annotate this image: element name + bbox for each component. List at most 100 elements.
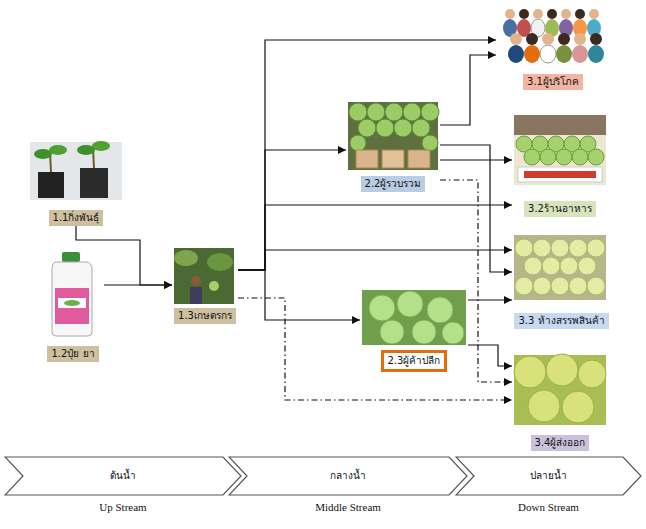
bottle-label-band <box>58 298 86 308</box>
stage-arrow: กลางน้ำMiddle Stream <box>228 456 468 526</box>
flow-arrow <box>238 270 360 320</box>
chevron-outline <box>229 457 467 495</box>
pomelo-fruit <box>397 291 423 317</box>
export-flow-arrow <box>440 180 512 382</box>
stage-arrow: ต้นน้ำ Up Stream <box>4 456 242 526</box>
pomelo-display <box>515 239 605 295</box>
pomelo-fruit <box>587 277 605 295</box>
chain-member: 1.3เกษตรกร <box>172 246 238 324</box>
bottle-body <box>52 262 92 336</box>
carton-box <box>408 150 430 168</box>
person-body <box>508 45 524 63</box>
person-body <box>588 45 604 63</box>
pomelo-fruit <box>412 320 436 344</box>
pomelo-group <box>369 291 464 344</box>
tree-leaves <box>174 250 198 266</box>
flow-arrow <box>76 226 172 285</box>
person-body <box>572 45 588 63</box>
flow-arrow <box>440 55 496 125</box>
bottle-cap <box>62 252 80 262</box>
flow-arrow <box>440 159 512 160</box>
retailer-photo <box>362 290 466 345</box>
export-flow-arrow <box>238 298 512 400</box>
pomelo-fruit <box>376 119 394 137</box>
member-label: 3.4ผู้ส่งออก <box>531 435 590 451</box>
chain-member: 1.2ปุ๋ย ยา <box>42 250 104 362</box>
pomelo-fruit <box>551 277 569 295</box>
person-head <box>558 33 570 45</box>
pomelo-fruit <box>578 360 606 388</box>
pomelo-group <box>514 354 606 423</box>
pomelo-fruit <box>540 149 556 165</box>
pomelo-fruit <box>572 149 588 165</box>
collector-photo <box>348 102 438 170</box>
pomelo-fruit <box>367 103 385 121</box>
pomelo-fruit <box>533 277 551 295</box>
chain-member: 3.1ผู้บริโภค <box>496 2 610 90</box>
flow-arrow <box>468 345 512 366</box>
flow-arrow <box>238 150 346 270</box>
pomelo-fruit <box>358 119 376 137</box>
flow-arrow <box>238 40 496 270</box>
bottle-label <box>55 288 89 324</box>
member-label: 3.2ร้านอาหาร <box>524 201 596 217</box>
pomelo-fruit <box>403 103 421 121</box>
pomelo-fruit <box>551 239 569 257</box>
pomelo-fruit <box>385 103 403 121</box>
seedling-pot <box>38 172 64 198</box>
person-head <box>590 33 602 45</box>
pomelo-fruit <box>427 297 453 323</box>
person-head <box>589 9 599 19</box>
chain-member: 3.4ผู้ส่งออก <box>512 353 608 451</box>
pomelo-fruit <box>380 320 404 344</box>
flow-arrow <box>440 145 512 272</box>
flow-arrow <box>238 205 512 270</box>
stage-name-english: Middle Stream <box>315 501 381 514</box>
chevron-outline <box>5 457 241 495</box>
crowd <box>503 9 604 63</box>
carton-box <box>356 150 378 168</box>
seedling-photo <box>30 142 122 200</box>
stage-arrow: ปลายน้ำDown Stream <box>455 456 642 526</box>
pomelo-fruit <box>556 149 572 165</box>
member-label: 3.3 ห้างสรรพสินค้า <box>514 313 608 329</box>
pomelo-fruit <box>560 257 578 275</box>
person-head <box>561 9 571 19</box>
pomelo-fruit <box>546 354 578 386</box>
chain-member: 1.1กิ่งพันธุ์ <box>28 140 124 226</box>
pomelo-fruit <box>515 239 533 257</box>
stall-photo <box>514 115 606 185</box>
farmer-head <box>191 276 201 286</box>
pomelo-fruit <box>578 257 596 275</box>
pomelo-fruit <box>421 103 439 121</box>
stall-sign <box>518 167 602 182</box>
pomelo-fruit <box>412 119 430 137</box>
seedling-leaf <box>49 145 67 155</box>
pomelo-fruit <box>514 356 546 388</box>
person-head <box>547 9 557 19</box>
person-head <box>574 33 586 45</box>
flow-arrow <box>468 299 512 300</box>
pomelo-fruit <box>528 390 560 422</box>
member-label: 3.1ผู้บริโภค <box>523 74 583 90</box>
pomelo-fruit <box>442 322 464 344</box>
member-label: 1.1กิ่งพันธุ์ <box>49 210 104 226</box>
pomelo-fruit <box>394 119 412 137</box>
pomelo-fruit <box>369 295 395 321</box>
stall-background <box>514 115 606 135</box>
person-head <box>533 9 543 19</box>
member-label: 1.2ปุ๋ย ยา <box>47 346 98 362</box>
pomelo-fruit <box>588 149 604 165</box>
person-head <box>519 9 529 19</box>
exporter-photo <box>514 355 606 425</box>
carton-box <box>382 150 404 168</box>
person-body <box>556 45 572 63</box>
stage-name: ต้นน้ำ <box>110 456 136 496</box>
farmer-body <box>190 287 202 304</box>
flow-arrow <box>238 250 512 270</box>
person-body <box>540 45 556 63</box>
pomelo-fruit <box>562 391 594 423</box>
stage-name: ปลายน้ำ <box>530 456 567 496</box>
stage-name-english: Up Stream <box>99 501 146 514</box>
person-head <box>575 9 585 19</box>
